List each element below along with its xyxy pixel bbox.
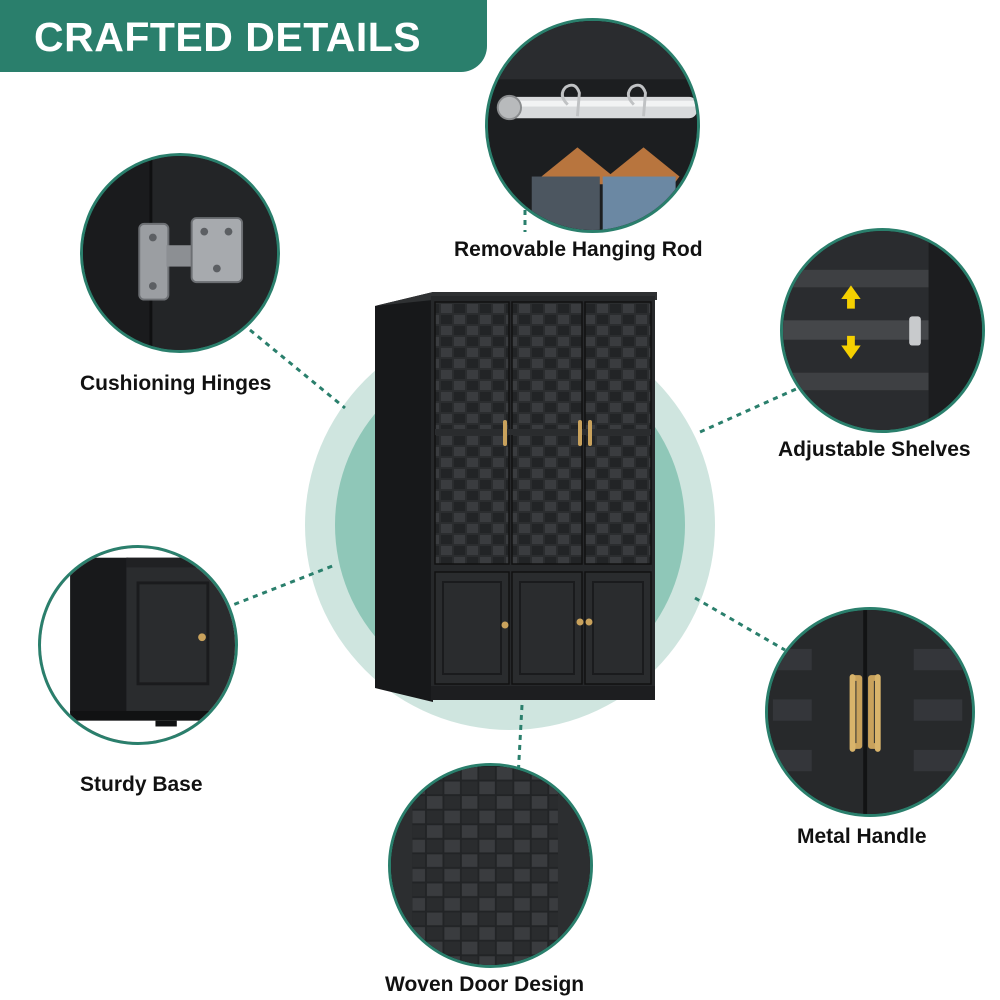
hinges-label: Cushioning Hinges	[80, 372, 272, 395]
handle-callout	[765, 607, 975, 817]
base-callout	[38, 545, 238, 745]
hinges-callout	[80, 153, 280, 353]
hanging-rod-label: Removable Hanging Rod	[454, 238, 703, 261]
connector-base	[224, 563, 336, 610]
handle-label: Metal Handle	[797, 825, 927, 848]
shelves-callout	[780, 228, 985, 433]
up-down-arrow-icon	[841, 285, 861, 360]
connector-hinges	[249, 328, 346, 410]
page-title: CRAFTED DETAILS	[34, 14, 422, 60]
connector-shelves	[699, 383, 806, 434]
base-label: Sturdy Base	[80, 773, 203, 796]
connector-handle	[694, 596, 786, 652]
wardrobe-illustration	[375, 292, 657, 702]
door-label: Woven Door Design	[385, 973, 585, 996]
connector-door	[516, 704, 524, 779]
shelves-label: Adjustable Shelves	[778, 438, 971, 461]
door-callout	[388, 763, 593, 968]
hanging-rod-callout	[485, 18, 700, 233]
title-banner: CRAFTED DETAILS	[0, 0, 487, 72]
